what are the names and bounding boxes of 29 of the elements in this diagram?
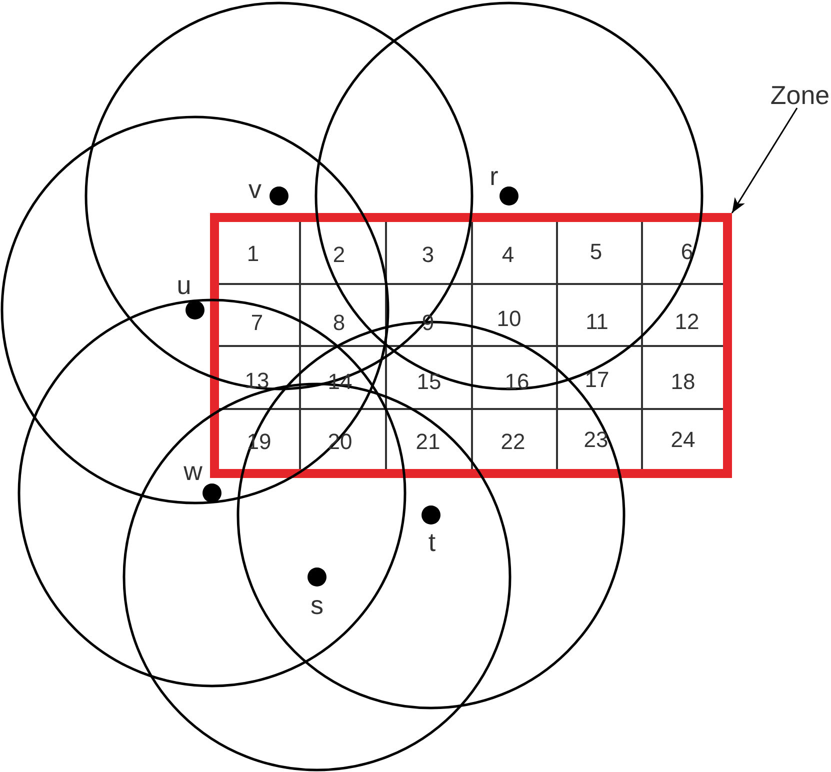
cell-number: 12: [674, 311, 700, 333]
cell-number: 5: [590, 241, 602, 263]
point-label: s: [310, 592, 324, 618]
cell-number: 24: [670, 429, 696, 451]
point-label: r: [490, 163, 498, 189]
cell-number: 15: [416, 371, 442, 393]
point-label: w: [184, 458, 202, 484]
cell-number: 22: [500, 431, 526, 453]
cell-number: 21: [416, 431, 440, 453]
cell-number: 23: [584, 429, 608, 451]
point-label: v: [248, 176, 262, 202]
cell-number: 3: [422, 244, 434, 266]
cell-number: 1: [246, 243, 260, 265]
zone-outline: [210, 213, 732, 478]
cell-number: 18: [670, 371, 696, 393]
cell-number: 8: [332, 312, 346, 334]
cell-number: 10: [496, 308, 522, 330]
cell-number: 11: [586, 311, 608, 333]
cell-number: 16: [504, 371, 530, 393]
cell-number: 6: [680, 241, 694, 263]
cell-number: 17: [584, 369, 610, 391]
cell-number: 2: [332, 244, 346, 266]
callout-label: Zone: [770, 82, 830, 108]
cell-number: 7: [250, 312, 264, 334]
arrow: [731, 108, 798, 214]
cell-number: 13: [244, 370, 270, 392]
cell-number: 4: [502, 244, 514, 266]
point-label: u: [176, 272, 192, 298]
point-label: t: [428, 529, 436, 555]
